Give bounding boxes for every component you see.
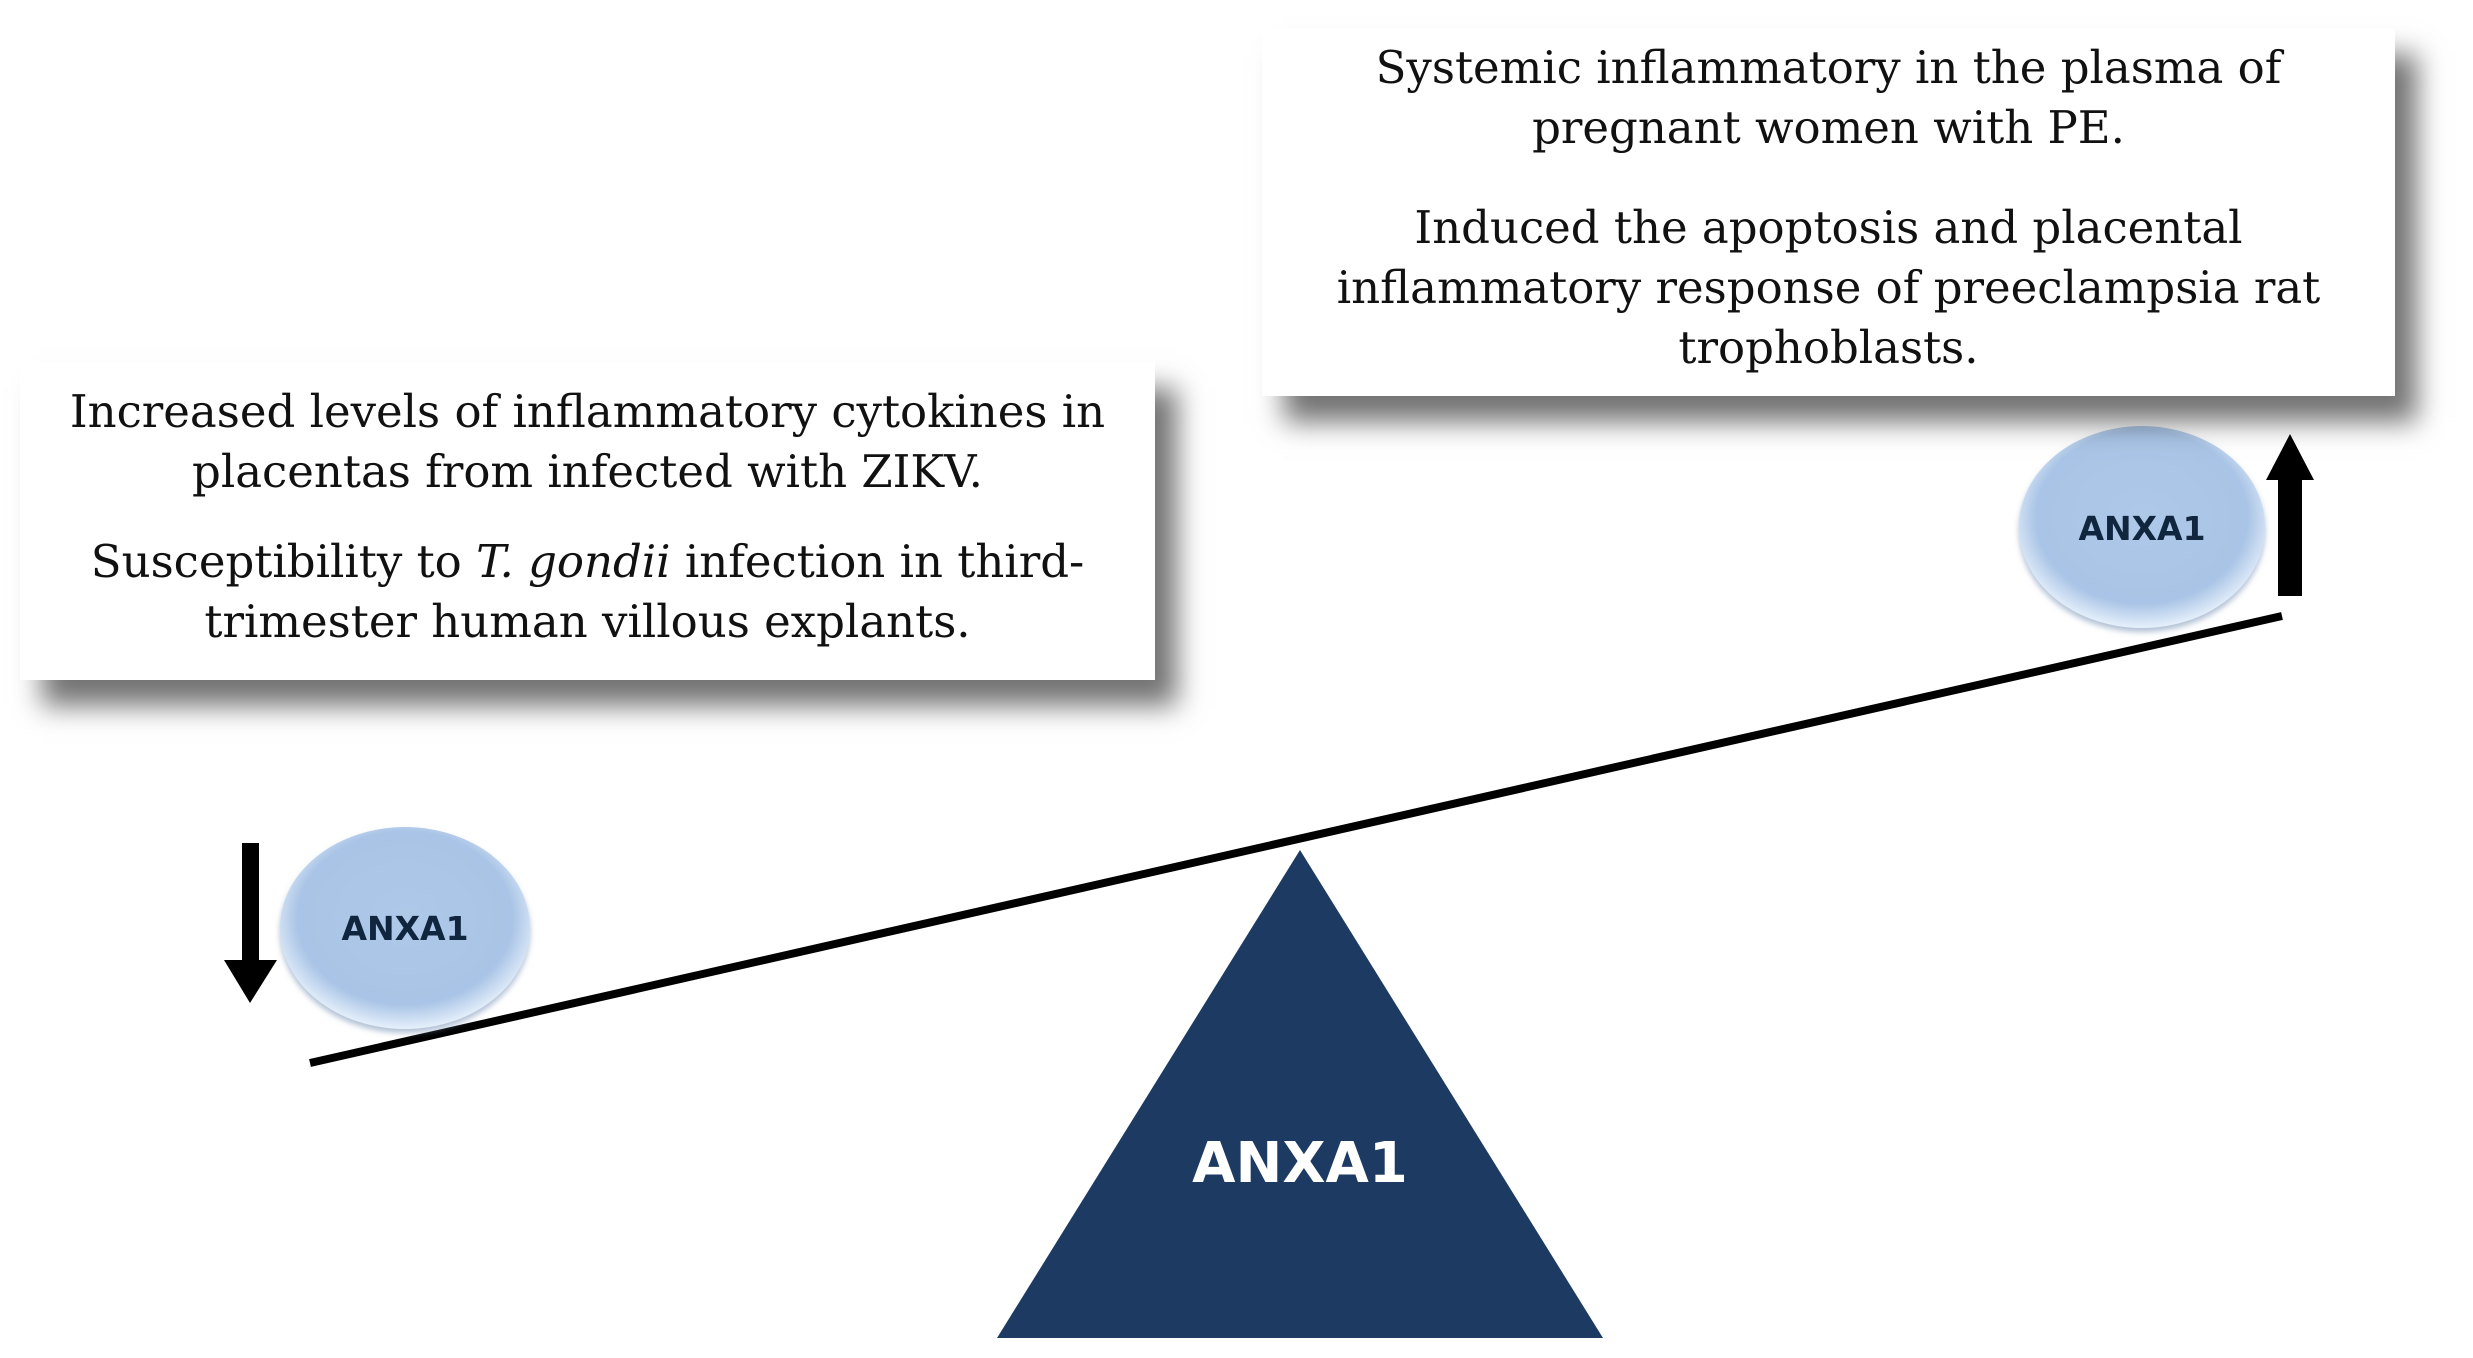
left-box-para2-italic: T. gondii <box>476 535 671 588</box>
down-arrow-icon <box>224 843 277 1003</box>
right-description-box: Systemic inflammatory in the plasma of p… <box>1262 28 2395 396</box>
right-box-paragraph-1: Systemic inflammatory in the plasma of p… <box>1375 41 2282 154</box>
balance-beam <box>309 612 2283 1067</box>
left-box-paragraph-1: Increased levels of inflammatory cytokin… <box>69 385 1106 498</box>
left-box-paragraph-2: Susceptibility to T. gondii infection in… <box>60 532 1115 652</box>
fulcrum-triangle <box>997 850 1603 1338</box>
fulcrum-label: ANXA1 <box>1192 1131 1408 1196</box>
right-anxa1-oval <box>2019 426 2265 628</box>
left-anxa1-oval <box>280 827 530 1029</box>
left-oval-label: ANXA1 <box>341 909 468 948</box>
left-box-para2-suffix: infection in third-trimester human villo… <box>204 535 1085 648</box>
right-oval-label: ANXA1 <box>2078 509 2205 548</box>
up-arrow-icon <box>2266 434 2314 596</box>
left-box-para2-prefix: Susceptibility to <box>90 535 477 588</box>
right-box-paragraph-2: Induced the apoptosis and placental infl… <box>1336 201 2321 374</box>
left-description-box: Increased levels of inflammatory cytokin… <box>20 362 1155 680</box>
